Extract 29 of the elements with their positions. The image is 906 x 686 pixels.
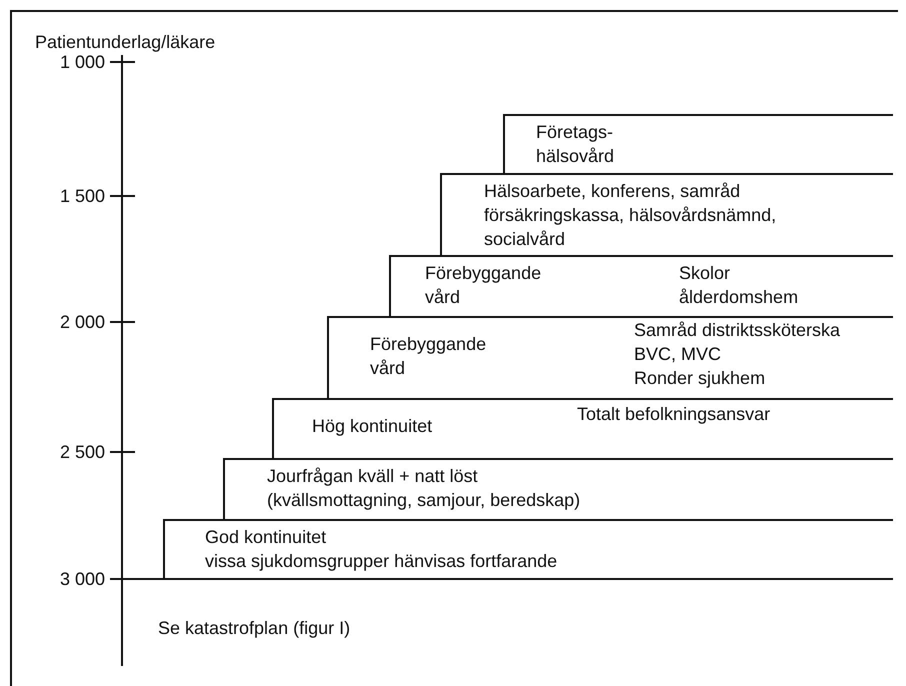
axis-title: Patientunderlag/läkare (35, 31, 216, 53)
step-band (503, 114, 893, 173)
step-text: Jourfrågan kväll + natt löst (267, 465, 479, 488)
step-text: God kontinuitet (205, 526, 328, 549)
step-text: vissa sjukdomsgrupper hänvisas fortfarande (205, 550, 558, 573)
step-band (223, 458, 893, 519)
step-band (327, 316, 893, 398)
step-text: Samråd distriktssköterska (634, 319, 842, 342)
step-band (272, 398, 893, 458)
step-text: Hälsoarbete, konferens, samråd försäkringskassa, hälsovårdsnämnd, socialvård (484, 180, 778, 251)
note-text: Se katastrofplan (figur I) (158, 617, 350, 639)
step-text: Hög kontinuitet (312, 415, 434, 438)
step-band (440, 173, 893, 255)
tick-label: 2 000 (60, 311, 105, 333)
step-band (163, 519, 893, 579)
tick-label: 2 500 (60, 441, 105, 463)
step-text: Företags- hälsovård (536, 121, 616, 168)
tick-label: 3 000 (60, 568, 105, 590)
tick-label: 1 000 (60, 52, 105, 73)
step-text: Förebyggande vård (370, 333, 488, 380)
step-text: (kvällsmottagning, samjour, beredskap) (267, 489, 582, 512)
step-text: Ronder sjukhem (634, 367, 766, 390)
step-band (389, 255, 893, 316)
step-text: BVC, MVC (634, 343, 722, 366)
step-text: Skolor (679, 262, 732, 285)
step-text: ålderdomshem (679, 286, 800, 309)
step-text: Förebyggande vård (425, 262, 542, 309)
tick-label: 1 500 (60, 185, 105, 207)
step-text: Totalt befolkningsansvar (577, 403, 772, 426)
